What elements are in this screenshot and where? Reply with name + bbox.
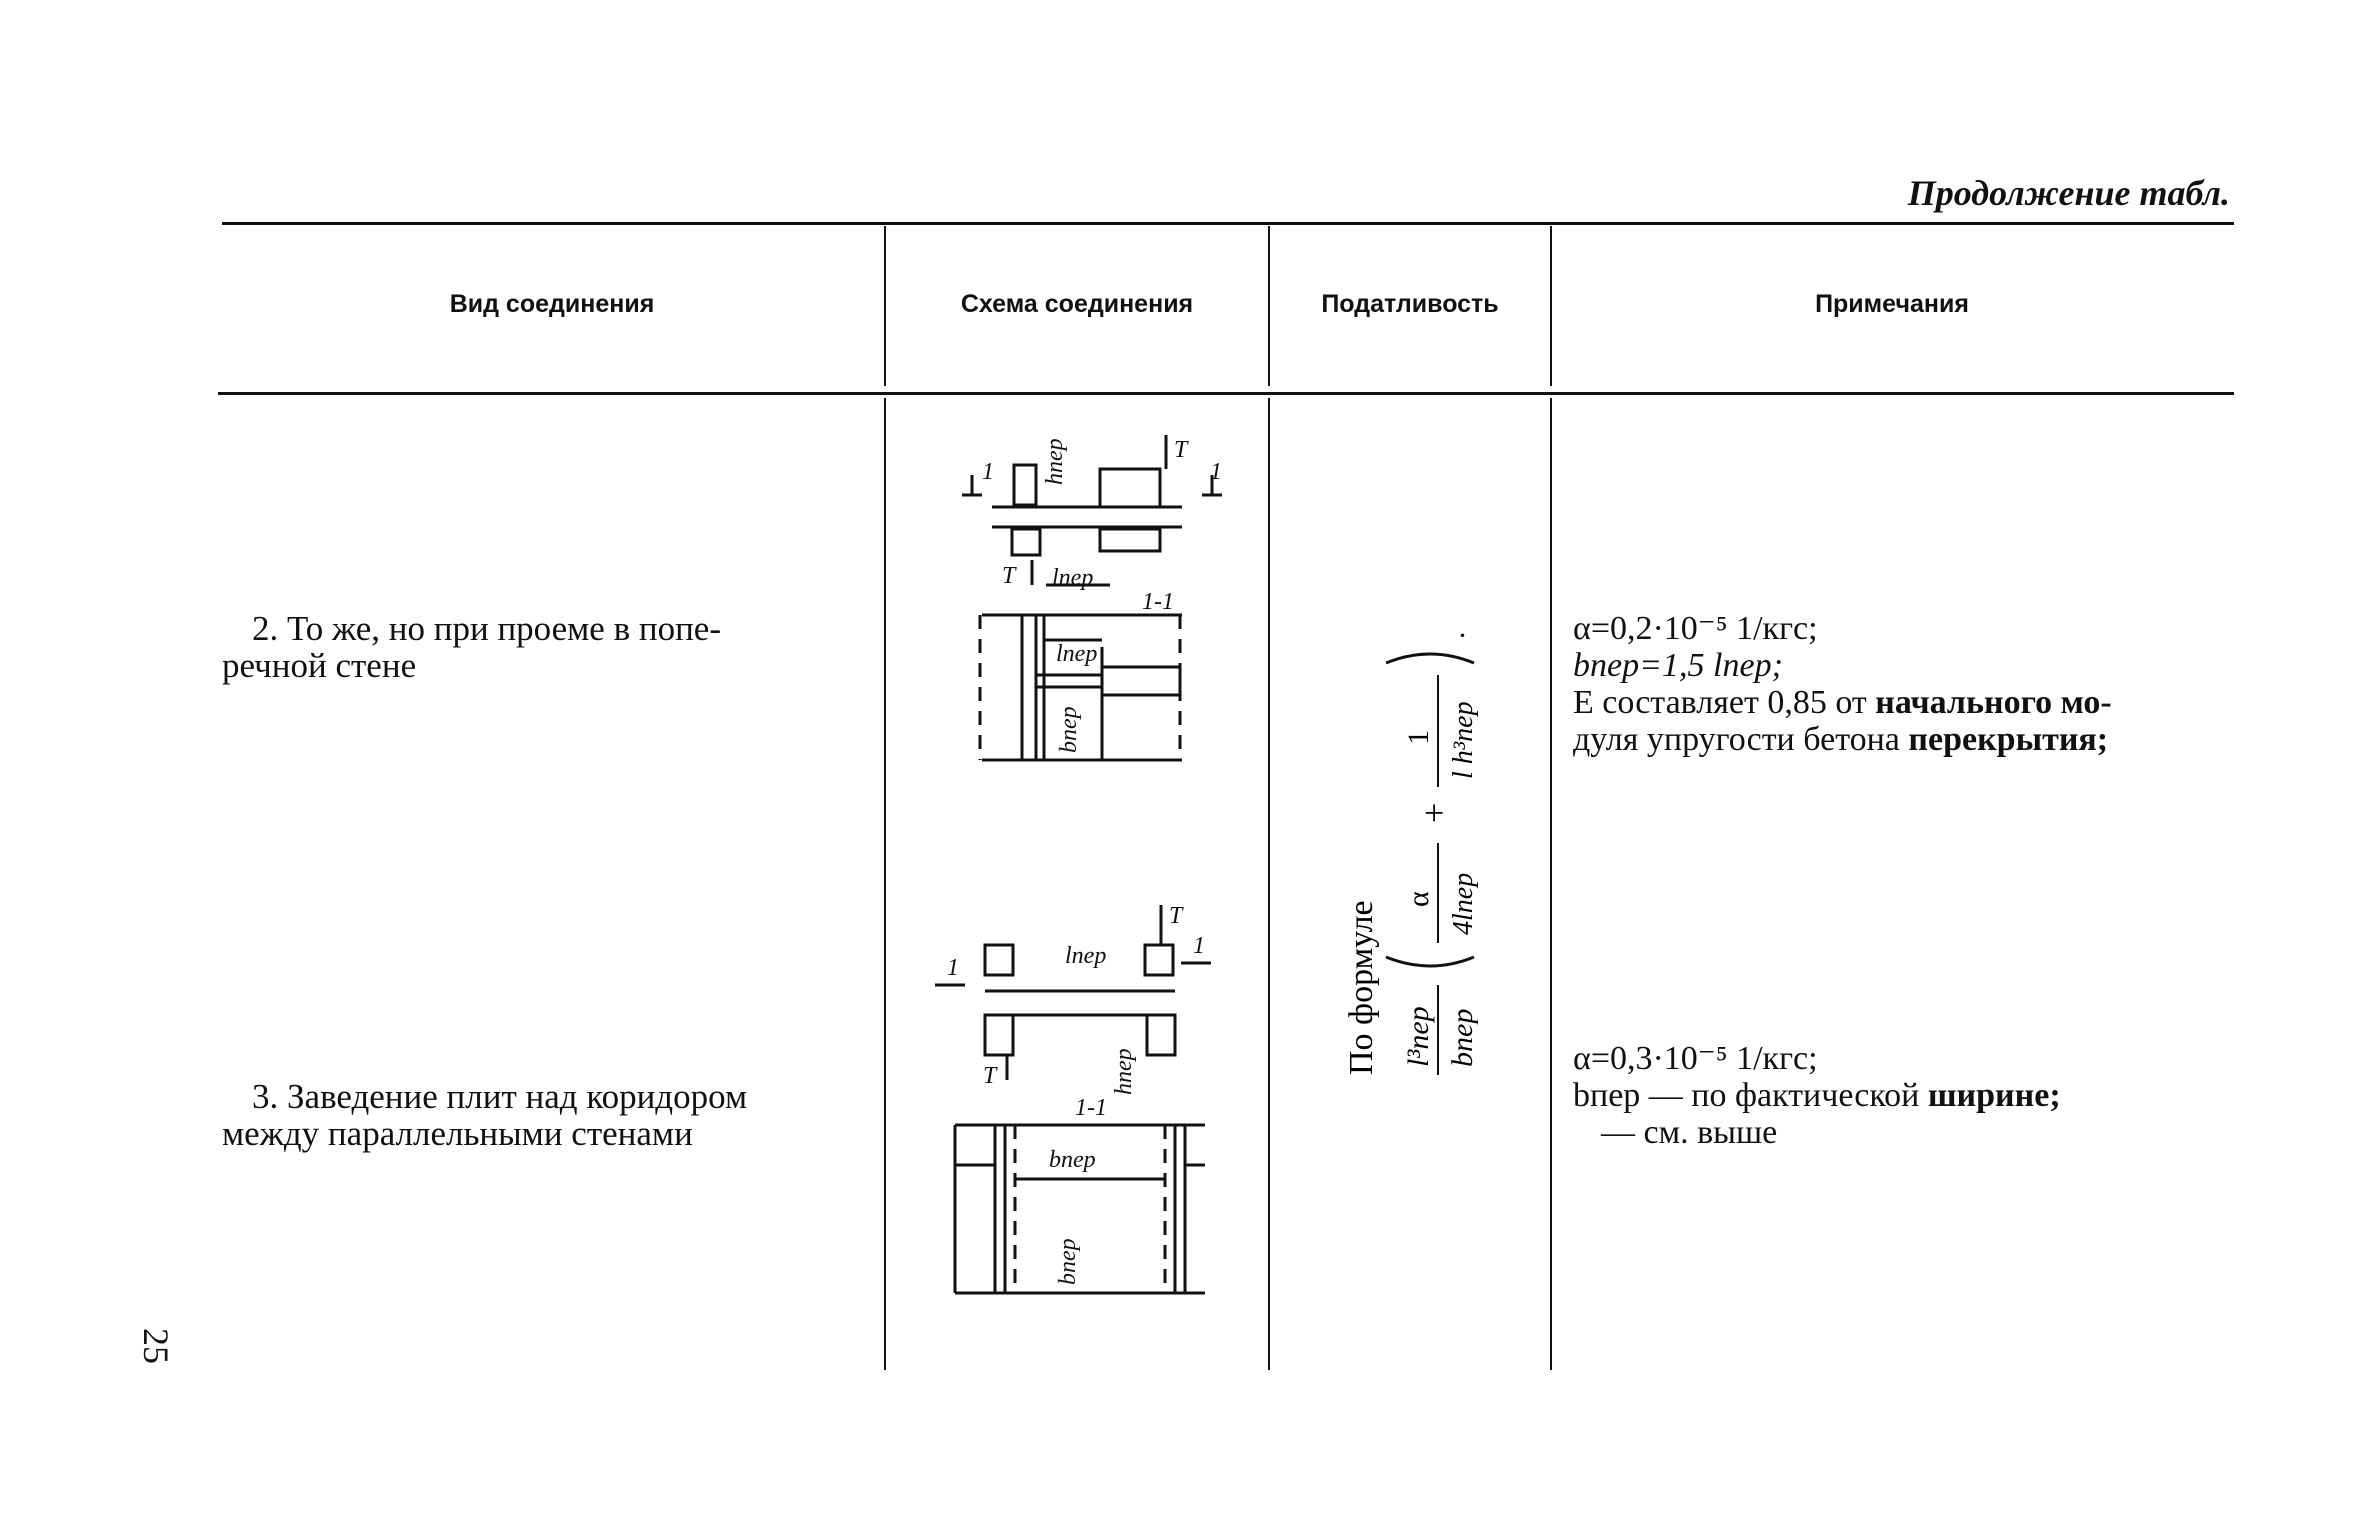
table-top-rule [222,222,2234,225]
row-3-note-1: α=0,3·10⁻⁵ 1/кгс; [1573,1040,1818,1077]
row-2-note-3: E составляет 0,85 от начального мо- [1573,684,2112,721]
page-number: 25 [136,1328,176,1364]
formula-b-num: 1 [1402,730,1435,745]
diagram3-label-b1: bпер [1049,1147,1096,1173]
row-2-notes: α=0,2·10⁻⁵ 1/кгс; bпер=1,5 lпер; E соста… [1573,610,2233,758]
column-header-compliance: Податливость [1321,290,1499,318]
row-2-note-4: дуля упругости бетона перекрытия; [1573,721,2109,758]
diagram-label-t1: T [1002,563,1017,589]
row-2-type-line2: речной стене [222,646,417,685]
col-divider-1-body [884,398,886,1370]
diagram3-label-b2: bпер [1055,1238,1081,1285]
column-header-notes: Примечания [1815,290,1969,318]
row-3-type-line1: 3. Заведение плит над коридором [252,1077,748,1116]
row-2-note-1: α=0,2·10⁻⁵ 1/кгс; [1573,610,1818,647]
formula-prefix: По формуле [1343,900,1380,1075]
header-bottom-rule [218,392,2234,395]
formula-lhs-num: l³пер [1402,1006,1435,1067]
col-divider-3 [1550,226,1552,386]
diagram-label-l: lпер [1052,565,1093,591]
formula-plus: + [1414,803,1454,823]
col-divider-3-body [1550,398,1552,1370]
formula-a-num: α [1402,891,1435,907]
diagram-label-l2: lпер [1056,641,1097,667]
diagram3-label-l: lпер [1065,943,1106,969]
diagram3-label-t2: T [1169,905,1184,929]
row-3-notes: α=0,3·10⁻⁵ 1/кгс; bпер — по фактической … [1573,1040,2233,1151]
diagram-label-t2: T [1174,437,1189,463]
column-header-scheme: Схема соединения [960,290,1194,318]
row-3-type: 3. Заведение плит над коридором между па… [222,1078,882,1152]
col-divider-1 [884,226,886,386]
row-3-note-2: bпер — по фактической ширине; [1573,1077,2061,1114]
row-3-type-line2: между параллельными стенами [222,1114,693,1153]
column-header-type: Вид соединения [449,290,655,318]
scheme-row-3: lпер hпер 1-1 bпер bпер T T 1 1 [935,905,1211,1295]
diagram3-label-section: 1-1 [1075,1095,1107,1121]
diagram-label-section: 1-1 [1142,589,1174,615]
formula-end: . [1438,632,1471,640]
row-2-type: 2. То же, но при проеме в попе- речной с… [222,610,862,684]
row-2-note-2: bпер=1,5 lпер; [1573,647,1783,684]
row-3-note-3: — см. выше [1601,1114,1778,1151]
formula-svg: По формуле l³пер bпер α 4lпер + 1 l h³пе… [1343,632,1479,1075]
compliance-formula: По формуле l³пер bпер α 4lпер + 1 l h³пе… [1328,355,1487,1075]
formula-b-den: l h³пер [1448,701,1478,779]
diagram3-label-one-left: 1 [947,955,959,981]
diagram3-label-one-right: 1 [1193,933,1205,959]
col-divider-2-body [1268,398,1270,1370]
diagram-label-one-left: 1 [982,459,994,485]
row-2-type-line1: 2. То же, но при проеме в попе- [252,609,721,648]
diagram-label-one-right: 1 [1210,459,1222,485]
diagram3-label-t1: T [983,1063,998,1089]
col-divider-2 [1268,226,1270,386]
scheme-row-2: hпер lпер 1-1 lпер bпер T T 1 1 [962,435,1222,762]
diagram3-label-h: hпер [1111,1048,1137,1095]
formula-a-den: 4lпер [1448,873,1478,935]
diagram-label-b: bпер [1056,706,1082,753]
formula-lhs-den: bпер [1446,1009,1478,1067]
page-title: Продолжение табл. [1907,173,2230,213]
diagram-label-h: hпер [1042,438,1068,485]
